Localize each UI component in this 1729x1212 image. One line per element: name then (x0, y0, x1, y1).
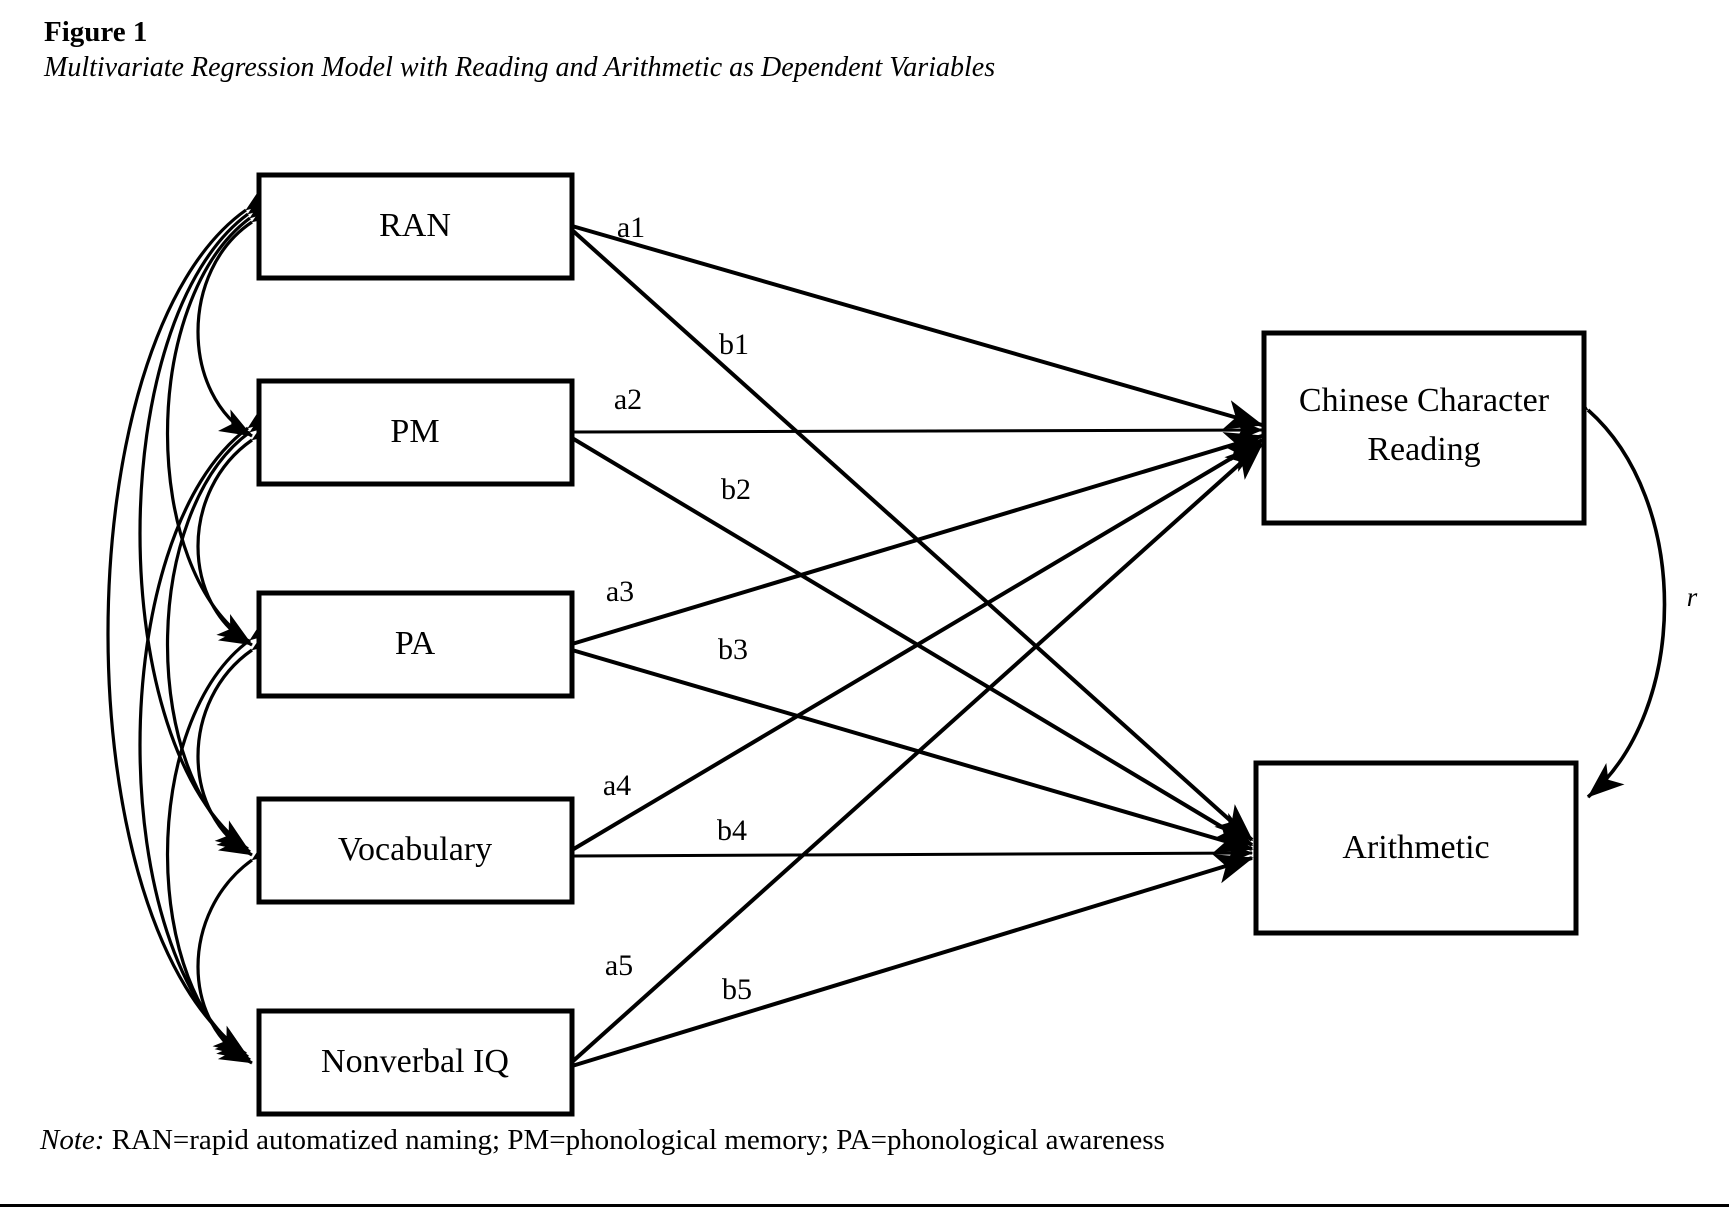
node-arithmetic[interactable]: Arithmetic (1253, 760, 1579, 936)
path-b1 (570, 228, 1254, 842)
path-label-a1: a1 (617, 211, 645, 244)
node-chinese-character-reading[interactable]: Chinese Character Reading (1261, 330, 1587, 526)
node-reading-label-line1: Chinese Character (1299, 382, 1550, 419)
node-ran-label: RAN (379, 207, 451, 244)
path-label-a2: a2 (614, 383, 642, 416)
cov-arc-ran-pm (196, 193, 286, 438)
node-vocabulary-label: Vocabulary (338, 831, 492, 868)
predictor-covariance-arcs (106, 181, 286, 1065)
predictor-nodes: RAN PM PA Vocabulary Nonverbal IQ (256, 172, 575, 1117)
outcome-nodes: Chinese Character Reading Arithmetic (1253, 330, 1587, 936)
path-b5 (571, 854, 1254, 1068)
path-a1 (571, 224, 1264, 430)
node-pa-label: PA (395, 625, 436, 662)
path-label-a4: a4 (603, 769, 631, 802)
page-footer-rule (0, 1204, 1729, 1207)
path-label-a5: a5 (605, 949, 633, 982)
figure-note-text: RAN=rapid automatized naming; PM=phonolo… (104, 1124, 1165, 1156)
cov-arc-ran-pa (165, 188, 284, 644)
path-labels: a1 a2 a3 a4 a5 b1 b2 b3 b4 b5 r (603, 211, 1698, 1006)
path-label-b5: b5 (722, 973, 752, 1006)
path-label-b4: b4 (717, 814, 747, 847)
figure-note: Note: RAN=rapid automatized naming; PM=p… (40, 1124, 1165, 1157)
node-arithmetic-label: Arithmetic (1342, 829, 1489, 866)
node-pa[interactable]: PA (256, 590, 575, 699)
figure-number: Figure 1 (44, 16, 148, 48)
residual-correlation-label: r (1687, 582, 1698, 612)
paths-to-arithmetic (570, 228, 1254, 1068)
cov-arc-vocabulary-nonverbal (196, 831, 286, 1065)
node-nonverbal-iq-label: Nonverbal IQ (321, 1043, 509, 1080)
path-label-b3: b3 (718, 633, 748, 666)
cov-arc-pa-vocabulary (196, 621, 286, 857)
node-pm-label: PM (390, 413, 439, 450)
node-vocabulary[interactable]: Vocabulary (256, 796, 575, 905)
cov-arc-pm-nonverbal (138, 398, 282, 1059)
cov-arc-ran-nonverbal (106, 181, 280, 1056)
figure-note-label: Note: (40, 1124, 105, 1156)
path-b3 (571, 648, 1254, 854)
node-nonverbal-iq[interactable]: Nonverbal IQ (256, 1008, 575, 1117)
path-label-b2: b2 (721, 473, 751, 506)
figure-caption: Multivariate Regression Model with Readi… (44, 52, 996, 83)
node-reading-label-line2: Reading (1367, 431, 1480, 468)
residual-correlation-arc (1551, 375, 1667, 799)
path-label-a3: a3 (606, 575, 634, 608)
path-a2 (571, 418, 1264, 442)
path-b4 (571, 841, 1254, 865)
node-ran[interactable]: RAN (256, 172, 575, 281)
node-pm[interactable]: PM (256, 378, 575, 487)
path-b2 (570, 436, 1254, 847)
path-label-b1: b1 (719, 328, 749, 361)
cov-arc-ran-vocabulary (138, 184, 282, 851)
